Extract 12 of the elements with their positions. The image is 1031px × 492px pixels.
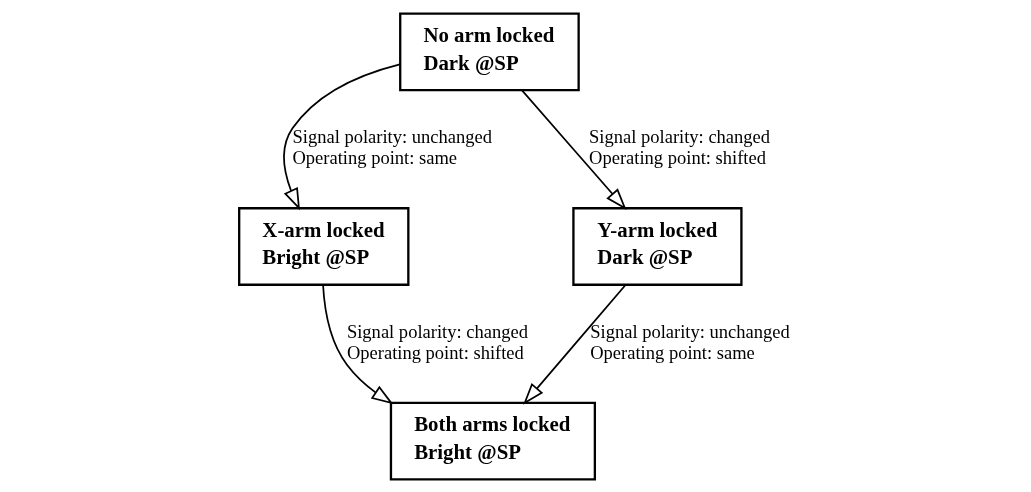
edge-label: Signal polarity: unchanged Operating point: same	[292, 125, 492, 168]
node-box: No arm locked Dark @SP	[399, 11, 580, 91]
node-box: Both arms locked Bright @SP	[389, 401, 596, 481]
node-box: X-arm locked Bright @SP	[238, 206, 410, 286]
arrow	[523, 283, 627, 405]
arrow	[322, 283, 394, 404]
arrow	[283, 62, 401, 210]
edge-label: Signal polarity: changed Operating point: shifted	[346, 320, 528, 363]
edge-label: Signal polarity: changed Operating point: shifted	[589, 125, 771, 168]
edge-label: Signal polarity: unchanged Operating point: same	[590, 320, 790, 363]
node-box: Y-arm locked Dark @SP	[572, 206, 743, 286]
arrow	[520, 88, 627, 210]
